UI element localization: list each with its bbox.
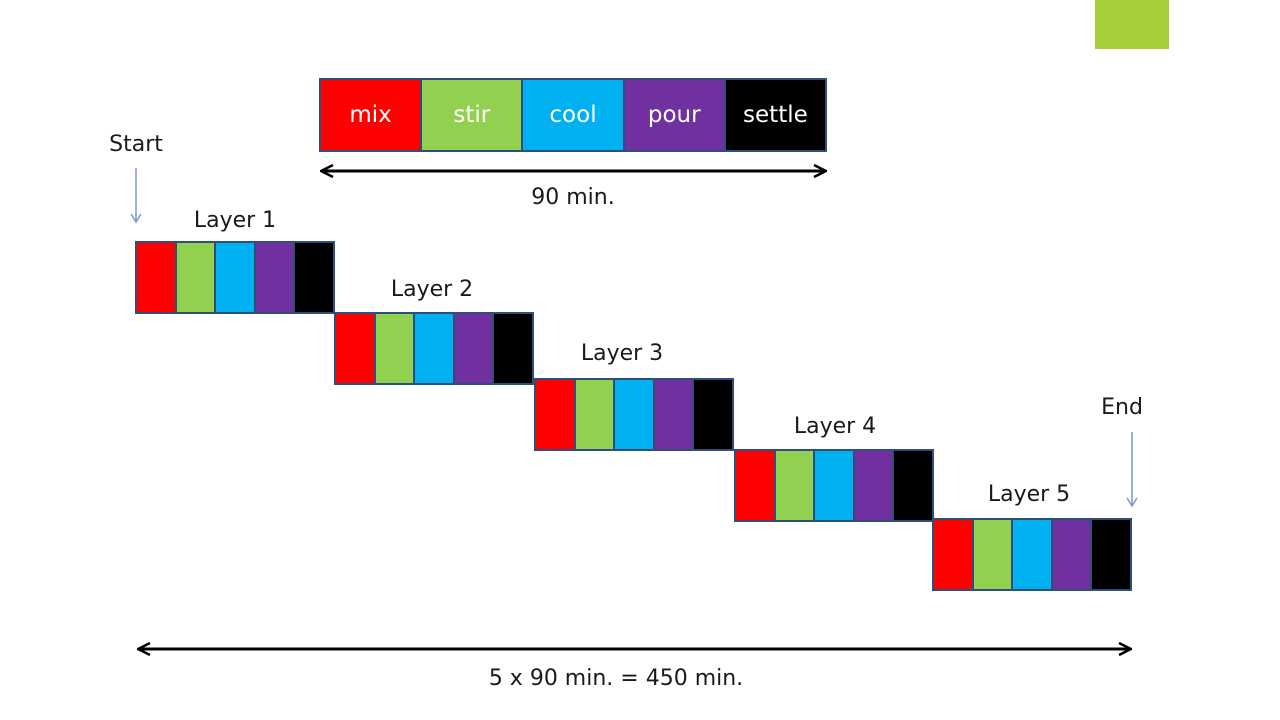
layer-5-mix	[934, 520, 974, 589]
layer-2-cool	[415, 314, 455, 383]
layer-1-label: Layer 1	[193, 208, 277, 233]
step-cool: cool	[523, 80, 625, 150]
layer-4-settle	[894, 451, 932, 520]
layer-1-settle	[295, 243, 333, 312]
layer-3-label: Layer 3	[580, 341, 664, 366]
layer-3-mix	[536, 380, 576, 449]
layer-5-cool	[1013, 520, 1053, 589]
step-stir-label: stir	[453, 102, 491, 128]
layer-3-stir	[575, 380, 616, 449]
layer-2-label: Layer 2	[390, 277, 474, 302]
step-stir: stir	[422, 80, 524, 150]
corner-accent	[1095, 0, 1169, 49]
layer-5-block	[932, 518, 1132, 591]
step-mix: mix	[321, 80, 423, 150]
step-settle-label: settle	[743, 102, 808, 128]
step-pour: pour	[624, 80, 726, 150]
layer-2-settle	[494, 314, 532, 383]
step-sequence: mix stir cool pour settle	[319, 78, 827, 152]
step-pour-label: pour	[647, 102, 701, 128]
layer-3-pour	[654, 380, 695, 449]
layer-1-pour	[255, 243, 296, 312]
step-duration-label: 90 min.	[531, 185, 615, 210]
layer-4-stir	[775, 451, 816, 520]
layer-2-stir	[375, 314, 416, 383]
layer-3-settle	[694, 380, 732, 449]
layer-1-block	[135, 241, 335, 314]
layer-1-mix	[137, 243, 177, 312]
step-cool-label: cool	[549, 102, 597, 128]
layer-1-cool	[216, 243, 256, 312]
start-label: Start	[109, 132, 163, 157]
layer-2-block	[334, 312, 534, 385]
layer-2-pour	[454, 314, 495, 383]
layer-5-pour	[1052, 520, 1093, 589]
layer-1-stir	[176, 243, 217, 312]
layer-4-label: Layer 4	[793, 414, 877, 439]
total-duration-label: 5 x 90 min. = 450 min.	[488, 666, 744, 691]
layer-4-mix	[736, 451, 776, 520]
layer-3-block	[534, 378, 734, 451]
layer-2-mix	[336, 314, 376, 383]
layer-5-label: Layer 5	[987, 482, 1071, 507]
layer-5-settle	[1092, 520, 1130, 589]
step-mix-label: mix	[349, 102, 392, 128]
layer-3-cool	[615, 380, 655, 449]
step-settle: settle	[725, 80, 826, 150]
layer-4-cool	[815, 451, 855, 520]
layer-4-pour	[854, 451, 895, 520]
layer-5-stir	[973, 520, 1014, 589]
layer-4-block	[734, 449, 934, 522]
end-label: End	[1101, 395, 1143, 420]
